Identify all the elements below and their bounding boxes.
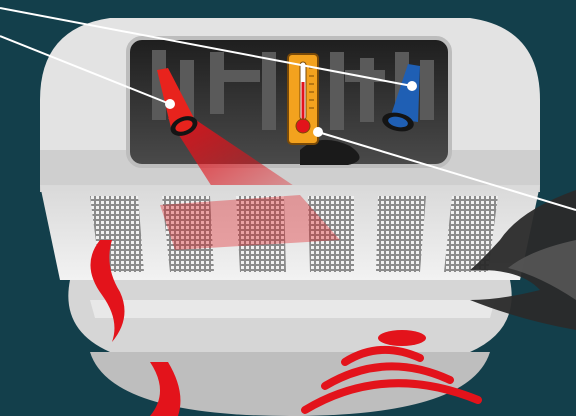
alarm-led xyxy=(378,330,426,346)
housing-base-highlight xyxy=(90,300,495,318)
